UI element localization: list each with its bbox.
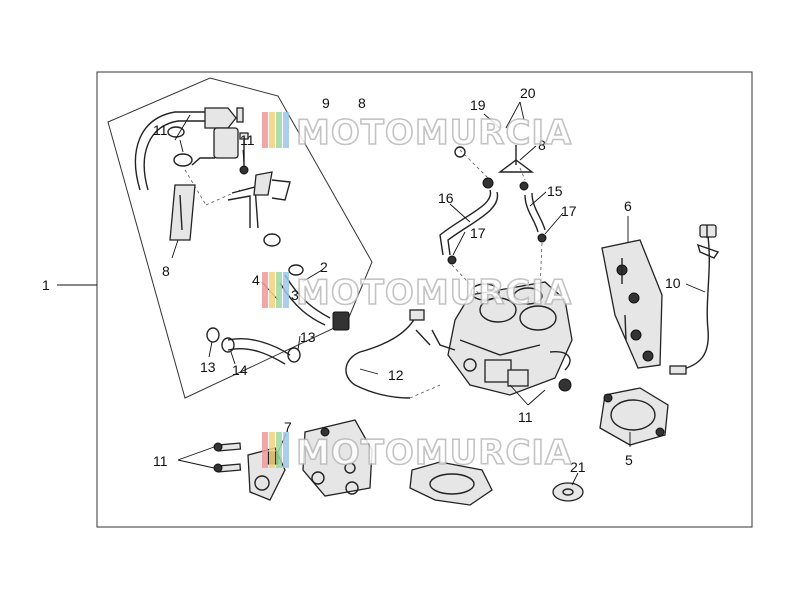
throttle-body-assembly	[431, 281, 573, 396]
injector-8	[169, 169, 241, 241]
bolts-11	[213, 442, 242, 473]
watermark-stripe	[283, 272, 289, 308]
watermark-stripe	[283, 432, 289, 468]
callout-9: 9	[322, 95, 330, 111]
callout-5: 5	[625, 452, 633, 468]
callout-16: 16	[438, 190, 454, 206]
callout-19: 19	[470, 97, 486, 113]
watermark-stripe	[283, 112, 289, 148]
plate-6	[601, 239, 663, 369]
callout-17: 17	[561, 203, 577, 219]
grommet-21	[552, 482, 584, 502]
watermark-text: MOTOMURCIA	[296, 113, 572, 153]
watermark-1: MOTOMURCIA	[262, 112, 572, 154]
callout-10: 10	[665, 275, 681, 291]
sub-assembly-outline	[107, 77, 373, 399]
callout-17: 17	[470, 225, 486, 241]
callout-labels: 1 11 11 9 8 8 8 19 20 16 17 17 15 6 10 4…	[42, 85, 681, 475]
watermark-3: MOTOMURCIA	[262, 432, 572, 474]
callout-4: 4	[252, 272, 260, 288]
watermark-stripe	[269, 432, 275, 468]
hose-assembly	[134, 107, 244, 191]
hose-14	[206, 327, 301, 365]
callout-8: 8	[538, 137, 546, 153]
throttle-hose-4	[227, 171, 350, 331]
callout-1: 1	[42, 277, 50, 293]
watermark-stripe	[276, 272, 282, 308]
watermarks: MOTOMURCIA MOTOMURCIA MOTOMURCIA	[262, 112, 572, 474]
callout-3: 3	[291, 287, 299, 303]
callout-15: 15	[547, 183, 563, 199]
watermark-stripe	[262, 272, 268, 308]
callout-20: 20	[520, 85, 536, 101]
callout-7: 7	[284, 419, 292, 435]
vacuum-hoses	[439, 145, 547, 296]
watermark-stripe	[276, 432, 282, 468]
watermark-stripe	[262, 432, 268, 468]
callout-11: 11	[518, 409, 533, 425]
watermark-stripe	[262, 112, 268, 148]
callout-14: 14	[232, 362, 248, 378]
watermark-text: MOTOMURCIA	[296, 273, 572, 313]
callout-8: 8	[162, 263, 170, 279]
callout-11: 11	[153, 453, 168, 469]
callout-11: 11	[153, 122, 168, 138]
callout-13: 13	[200, 359, 216, 375]
watermark-text: MOTOMURCIA	[296, 433, 572, 473]
watermark-stripe	[269, 272, 275, 308]
watermark-stripe	[276, 112, 282, 148]
gasket-ring	[409, 461, 493, 506]
watermark-2: MOTOMURCIA	[262, 272, 572, 314]
callout-11: 11	[240, 132, 255, 148]
gasket-5	[599, 387, 669, 446]
flange-plate	[302, 419, 373, 497]
watermark-stripe	[269, 112, 275, 148]
callout-6: 6	[624, 198, 632, 214]
callout-21: 21	[570, 459, 586, 475]
callout-2: 2	[320, 259, 328, 275]
callout-8: 8	[358, 95, 366, 111]
diagram-frame	[96, 71, 753, 528]
callout-13: 13	[300, 329, 316, 345]
cable-10	[669, 224, 720, 375]
sensor-cable-12	[345, 309, 441, 399]
callout-12: 12	[388, 367, 404, 383]
